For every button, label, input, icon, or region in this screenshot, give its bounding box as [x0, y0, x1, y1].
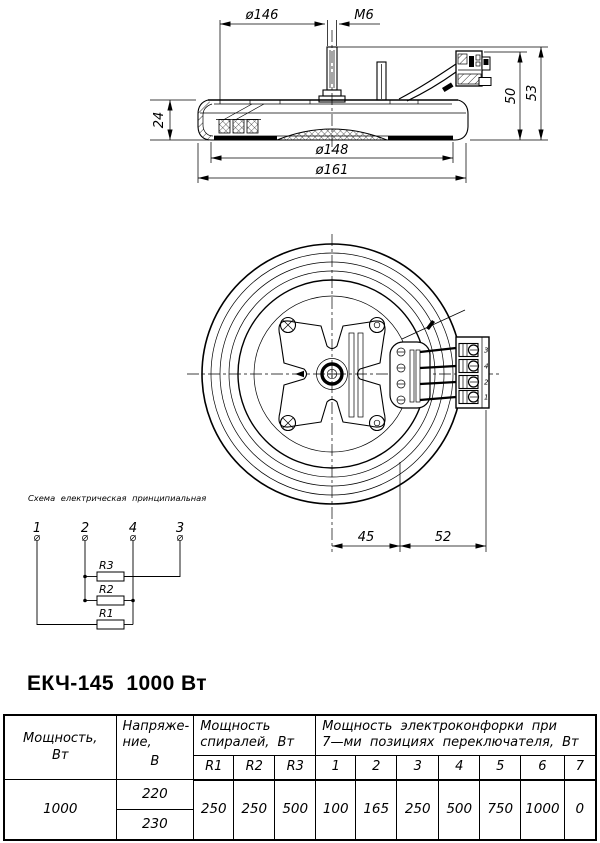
bottom-dome-section	[276, 128, 388, 141]
screw-icon	[279, 316, 297, 334]
schematic-terminal-number: 2	[81, 521, 89, 536]
cell-pos-1-value: 100	[315, 779, 357, 840]
product-title: ЕКЧ-145 1000 Вт	[27, 672, 207, 695]
terminal-number-label: 4	[484, 363, 488, 371]
clip-icon	[426, 320, 435, 330]
header-voltage: Напряже- ние, В	[115, 714, 195, 780]
header-voltage-line: ние,	[122, 735, 152, 751]
coil-cells	[216, 103, 265, 134]
terminal-number-label: 2	[484, 379, 489, 387]
header-voltage-unit: В	[150, 753, 160, 769]
resistor-label: R1	[99, 607, 114, 620]
col-header-r1: R1	[193, 754, 235, 781]
schematic-terminal-icon	[34, 535, 183, 541]
col-header-pos-5: 5	[479, 754, 522, 781]
schematic-wires	[36, 540, 181, 625]
center-hub	[316, 358, 348, 390]
header-positions: Мощность электроконфорки при 7—ми позици…	[315, 714, 597, 756]
resistor-label: R3	[99, 559, 114, 572]
dim-45-52: 45 52	[332, 410, 487, 552]
bottom-band-right	[388, 136, 453, 140]
cell-pos-2-value: 165	[355, 779, 398, 840]
dim-label-50: 50	[504, 88, 519, 105]
terminal-number-label: 1	[484, 394, 488, 402]
central-stud	[318, 46, 346, 103]
dim-24: 24	[150, 99, 209, 141]
dim-label-53: 53	[525, 85, 540, 102]
junction-dot	[83, 598, 87, 603]
terminal-unit	[458, 342, 480, 358]
schematic-terminal-number: 1	[33, 521, 41, 536]
terminal-block-plan: 3 4 2 1	[455, 336, 490, 409]
heater-bar	[348, 332, 355, 418]
dim-label-52: 52	[435, 530, 452, 545]
section-hatch-left-lip	[198, 100, 213, 140]
cell-pos-3-value: 250	[396, 779, 440, 840]
cell-pos-4-value: 500	[438, 779, 481, 840]
col-header-pos-6: 6	[520, 754, 565, 781]
resistor-label: R2	[99, 583, 114, 596]
cell-pos-7-value: 0	[563, 779, 597, 840]
side-view-drawing: ø146 M6 24 50 53 ø1	[150, 8, 548, 183]
cell-r2-value: 250	[233, 779, 276, 840]
section-arrow-icon	[295, 370, 304, 378]
dim-label-m6: M6	[354, 8, 374, 23]
electrical-schematic: Схема електрическая принципиальная 1 2 4…	[28, 493, 206, 630]
terminal-unit	[458, 374, 480, 390]
col-header-pos-4: 4	[438, 754, 481, 781]
terminal-unit	[458, 389, 480, 405]
cell-power: 1000	[3, 779, 117, 840]
dim-label-d146: ø146	[245, 8, 279, 23]
plan-view-drawing: 3 4 2 1	[187, 234, 500, 552]
resistor-r1	[96, 619, 125, 630]
heater-bar	[357, 332, 364, 418]
terminal-unit	[458, 358, 480, 374]
dim-m6: M6	[339, 8, 380, 27]
ceramic-housing	[389, 341, 431, 409]
dim-label-45: 45	[358, 530, 375, 545]
cell-pos-5-value: 750	[479, 779, 522, 840]
schematic-terminal-number: 4	[129, 521, 137, 536]
col-header-r2: R2	[233, 754, 276, 781]
terminal-strap	[398, 63, 457, 102]
cell-r1-value: 250	[193, 779, 235, 840]
col-header-pos-2: 2	[355, 754, 398, 781]
dim-d161: ø161	[197, 143, 467, 183]
screw-icon	[368, 316, 386, 334]
terminal-wires	[419, 346, 457, 402]
header-spirals: Мощность спиралей, Вт	[193, 714, 317, 756]
plate-ticks	[249, 100, 419, 104]
dim-label-d148: ø148	[315, 143, 349, 158]
schematic-terminal-number: 3	[176, 521, 184, 536]
junction-dot	[131, 598, 135, 603]
drawing-canvas: ø146 M6 24 50 53 ø1	[28, 8, 548, 630]
col-header-r3: R3	[274, 754, 317, 781]
ground-pin	[376, 61, 387, 101]
resistor-r2	[96, 595, 125, 606]
terminal-block-side	[455, 50, 492, 87]
junction-dot	[83, 574, 87, 579]
schematic-caption: Схема електрическая принципиальная	[28, 493, 206, 503]
cell-r3-value: 500	[274, 779, 317, 840]
screw-icon	[368, 414, 386, 432]
header-power: Мощность, Вт	[3, 714, 117, 780]
spec-table: Мощность, Вт Напряже- ние, В Мощность сп…	[3, 714, 598, 841]
cell-voltage-230: 230	[115, 809, 195, 840]
dim-d146: ø146	[219, 8, 325, 104]
dim-label-24: 24	[152, 112, 167, 129]
cell-voltage-220: 220	[115, 779, 195, 810]
dim-label-d161: ø161	[315, 163, 349, 178]
terminal-number-label: 3	[484, 347, 488, 355]
col-header-pos-3: 3	[396, 754, 440, 781]
resistor-r3	[96, 571, 125, 582]
bottom-band-left	[214, 136, 277, 140]
screw-icon	[279, 414, 297, 432]
col-header-pos-1: 1	[315, 754, 357, 781]
cell-pos-6-value: 1000	[520, 779, 565, 840]
header-voltage-line: Напряже-	[122, 719, 190, 734]
dim-d148: ø148	[210, 142, 454, 163]
col-header-pos-7: 7	[563, 754, 597, 781]
dim-50-53: 50 53	[337, 46, 548, 141]
